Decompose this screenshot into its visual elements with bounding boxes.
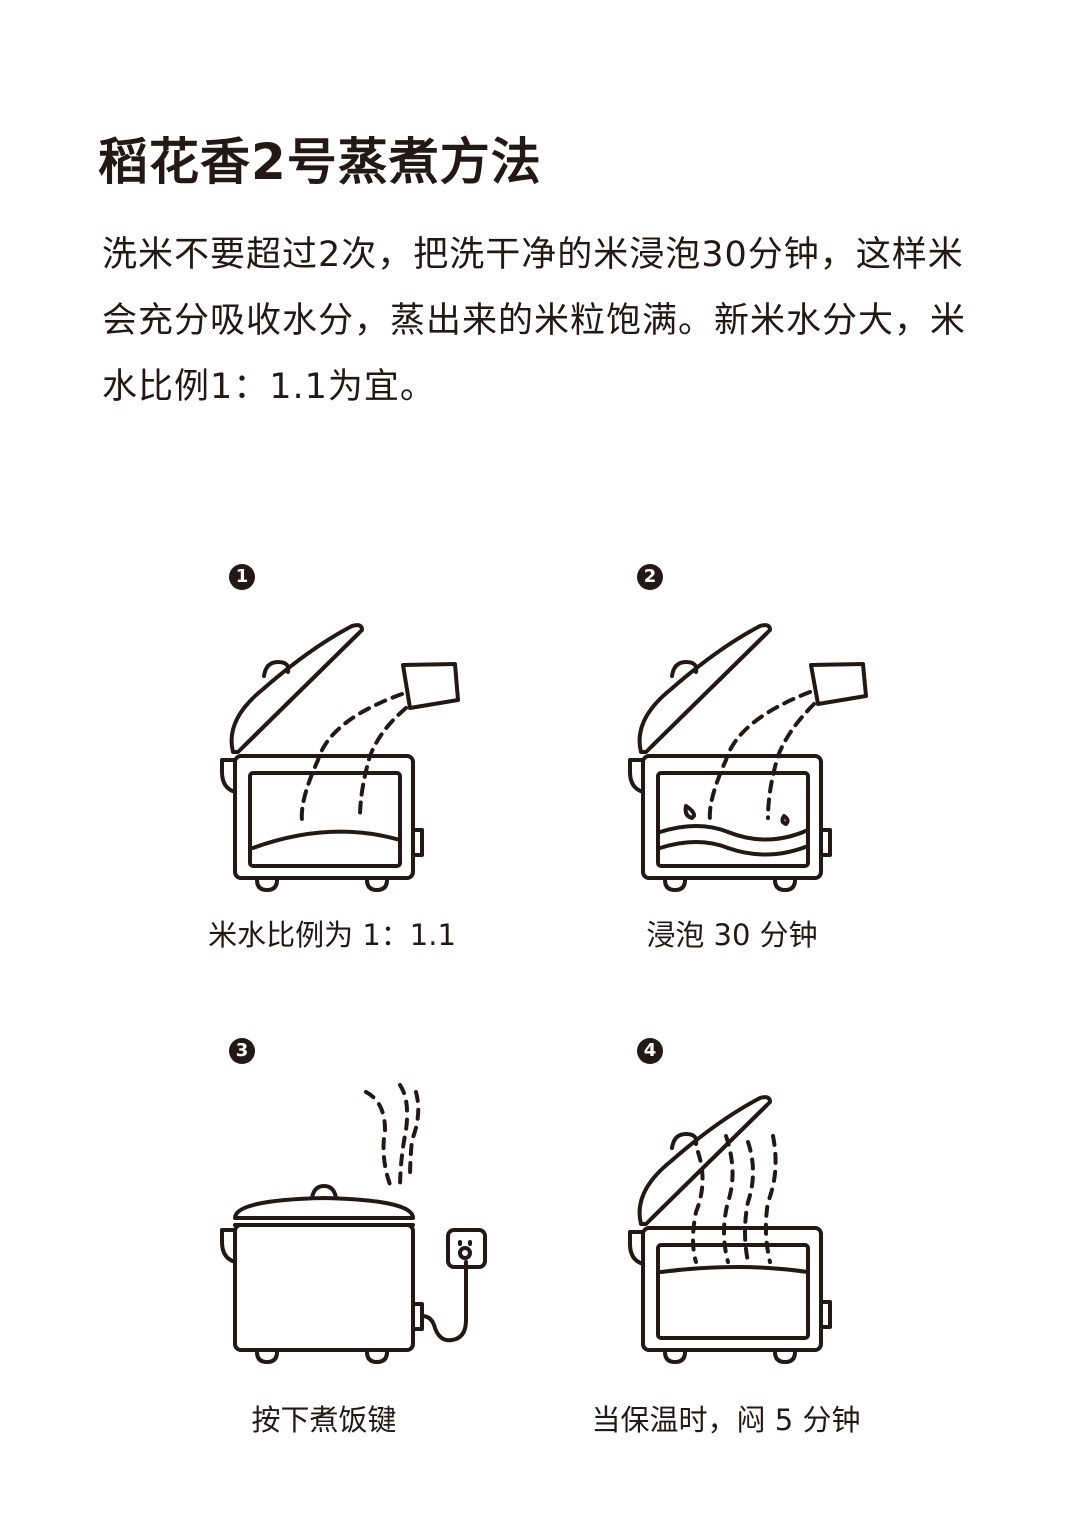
rice-cooker-cooking-icon xyxy=(220,1083,487,1364)
rice-cooker-pouring-icon xyxy=(220,623,460,892)
step-number-4: 4 xyxy=(637,1038,663,1064)
page-title: 稻花香2号蒸煮方法 xyxy=(98,133,542,191)
step-label-2: 浸泡 30 分钟 xyxy=(646,918,818,952)
intro-paragraph: 洗米不要超过2次，把洗干净的米浸泡30分钟，这样米会充分吸收水分，蒸出来的米粒饱… xyxy=(102,235,967,407)
step-number-2: 2 xyxy=(637,564,663,590)
power-socket-icon xyxy=(446,1228,487,1269)
step-label-3: 按下煮饭键 xyxy=(251,1403,397,1437)
step-number-1: 1 xyxy=(229,564,255,590)
rice-cooker-resting-icon xyxy=(628,1095,832,1364)
step-label-1: 米水比例为 1：1.1 xyxy=(208,918,456,952)
step-number-3: 3 xyxy=(229,1038,255,1064)
rice-cooker-soaking-icon xyxy=(628,623,868,892)
step-label-4: 当保温时，闷 5 分钟 xyxy=(591,1403,861,1437)
